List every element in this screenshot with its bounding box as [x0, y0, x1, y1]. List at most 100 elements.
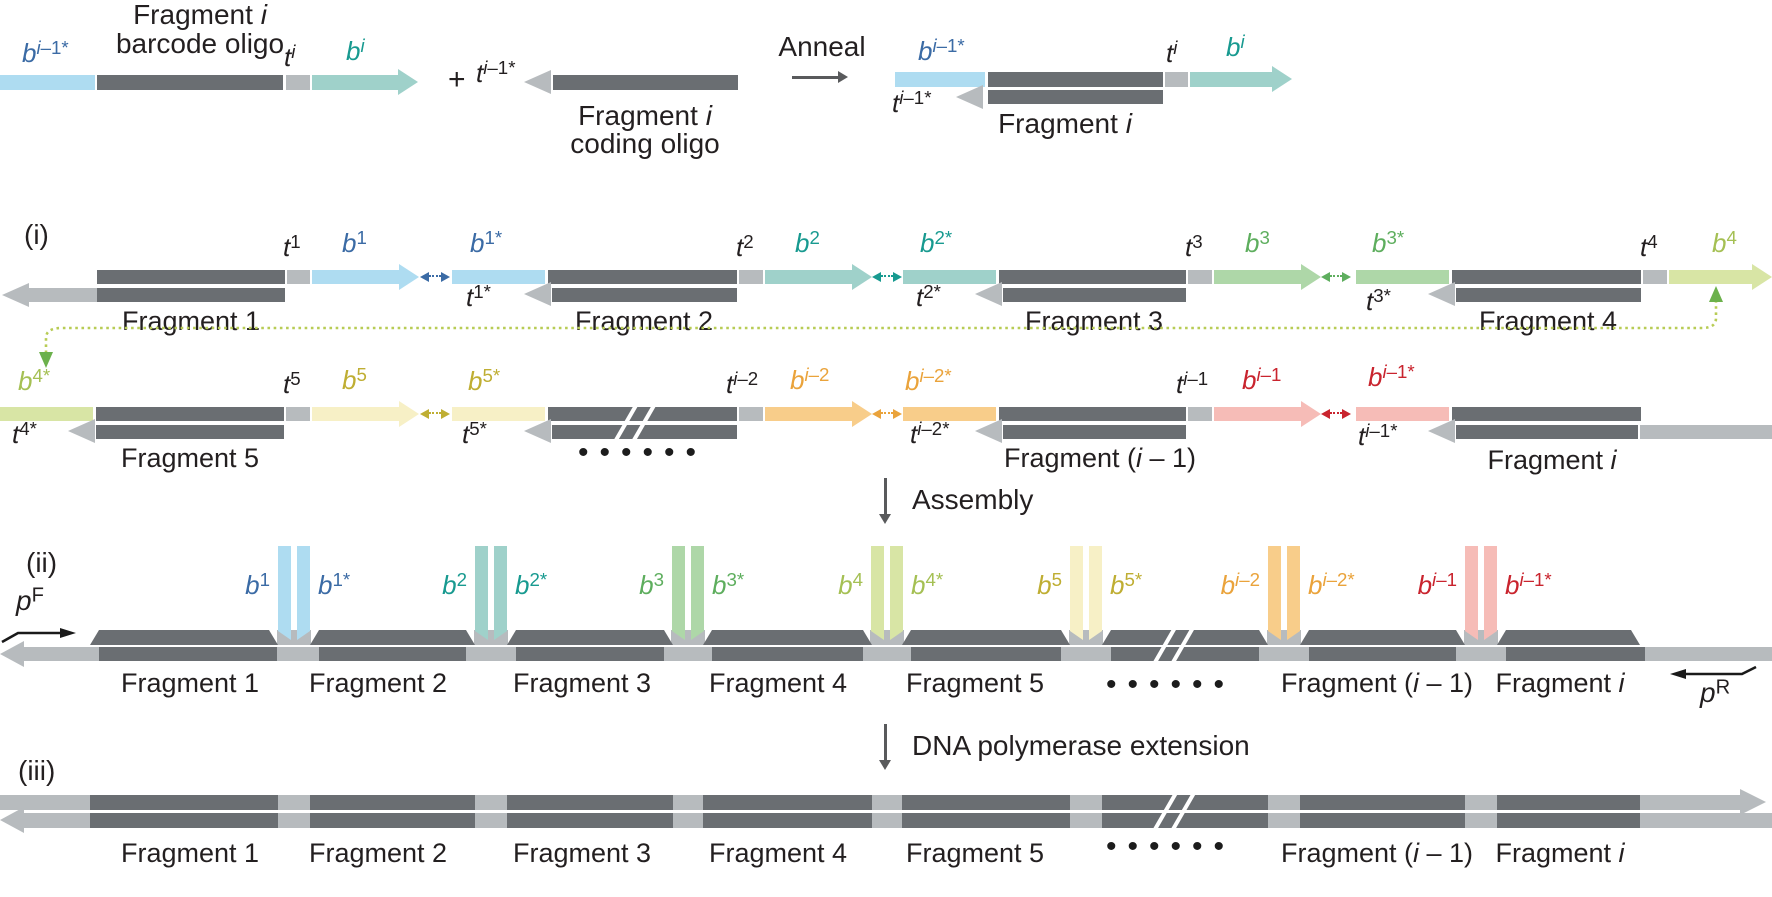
fi-bim1star-segment	[1356, 407, 1449, 421]
fmid-bim2-segment	[765, 407, 852, 421]
iii-fragment-im1-label: Fragment (i – 1)	[1280, 838, 1474, 868]
product-bi-segment	[1190, 72, 1272, 87]
t3star-label: t3*	[1366, 285, 1391, 316]
f4-primer-arrowhead-icon	[1428, 282, 1455, 306]
f3-b3-arrowhead-icon	[1301, 264, 1321, 290]
f3-primer-arrowhead-icon	[975, 282, 1002, 306]
fim1-coding-top	[999, 407, 1186, 421]
fim1-coding-bottom	[1003, 425, 1186, 439]
bim1star-label: bi–1*	[1368, 361, 1415, 392]
fragment-1-label: Fragment 1	[121, 306, 261, 336]
iii-fragment-5-label: Fragment 5	[905, 838, 1045, 868]
ii-top-seg	[90, 630, 278, 645]
f5-b5-segment	[312, 407, 399, 421]
extension-arrow-icon	[884, 724, 887, 762]
f4-coding-bottom	[1456, 288, 1641, 302]
hairpin-b4-bar	[871, 546, 884, 640]
fim1-primer-arrowhead-icon	[975, 419, 1002, 443]
f4-b4-arrowhead-icon	[1752, 264, 1772, 290]
iii-top-strand-arrowhead-icon	[1740, 789, 1766, 815]
ii-bim2star-label: bi–2*	[1308, 569, 1355, 600]
ii-fragment-5-label: Fragment 5	[905, 668, 1045, 698]
ii-b3-label: b3	[639, 569, 664, 600]
f5-primer-arrowhead-icon	[68, 419, 95, 443]
f5-b4star-segment	[0, 407, 93, 421]
fragment-5-label: Fragment 5	[120, 443, 260, 473]
product-b-im1star-label: bi–1*	[918, 35, 965, 66]
hairpin-bim1star-bar	[1484, 546, 1497, 640]
bim2star-label: bi–2*	[905, 365, 952, 396]
t4star-label: t4*	[12, 418, 37, 449]
f5-b5-arrowhead-icon	[399, 401, 419, 427]
f3-coding-top	[999, 270, 1186, 284]
ii-b2star-label: b2*	[515, 569, 548, 600]
bim1-exchange-arrow-icon	[1321, 407, 1351, 421]
f2-t2-segment	[739, 270, 763, 284]
ii-fragment-1-label: Fragment 1	[120, 668, 260, 698]
hairpin-b3star-bar	[691, 546, 704, 640]
t-i-label: ti	[284, 41, 296, 72]
t-im1star-label: ti–1*	[476, 57, 516, 88]
tim2-label: ti–2	[726, 368, 759, 399]
iii-bottom-seg	[1102, 813, 1268, 828]
ii-fragment-3-label: Fragment 3	[512, 668, 652, 698]
ii-fragment-i-label: Fragment i	[1495, 668, 1625, 698]
b2star-label: b2*	[920, 227, 953, 258]
iii-bottom-seg	[703, 813, 872, 828]
f2-coding-top	[548, 270, 737, 284]
hairpin-b1star-bar	[297, 546, 310, 640]
fi-coding-top	[1452, 407, 1641, 421]
iii-fragment-3-label: Fragment 3	[512, 838, 652, 868]
anneal-arrow-icon	[792, 76, 838, 79]
extension-label: DNA polymerase extension	[912, 730, 1250, 761]
product-coding-bar	[988, 90, 1163, 104]
ii-bim1-label: bi–1	[1417, 569, 1457, 600]
fim1-tim1-segment	[1188, 407, 1212, 421]
assembly-arrow-icon	[884, 478, 887, 516]
t5-label: t5	[283, 368, 301, 399]
barcode-arrowhead-icon	[398, 69, 418, 95]
iii-fragment-2-label: Fragment 2	[308, 838, 448, 868]
b-i-label: bi	[346, 35, 365, 66]
coding-oligo-title-line2: coding oligo	[570, 128, 720, 159]
barcode-ti-segment	[286, 75, 310, 90]
t3-label: t3	[1185, 231, 1203, 262]
iii-top-seg	[507, 795, 673, 810]
b1star-label: b1*	[470, 227, 503, 258]
b4-label: b4	[1712, 227, 1737, 258]
hairpin-b2-bar	[475, 546, 488, 640]
fmid-bim2-arrowhead-icon	[852, 401, 872, 427]
barcode-body-segment	[97, 75, 283, 90]
iii-fragment-4-label: Fragment 4	[708, 838, 848, 868]
f3-b2star-segment	[903, 270, 996, 284]
assembly-label: Assembly	[912, 484, 1034, 515]
f3-t3-segment	[1188, 270, 1212, 284]
iii-top-seg	[1497, 795, 1640, 810]
f5-coding-bottom	[96, 425, 284, 439]
f1-bottom-tail	[24, 288, 97, 302]
fim1-bim1-arrowhead-icon	[1301, 401, 1321, 427]
ii-top-seg	[1497, 630, 1640, 645]
iii-bottom-seg	[310, 813, 475, 828]
product-t-i-label: ti	[1166, 37, 1178, 68]
ii-bottom-strand-arrowhead-icon	[0, 641, 24, 667]
b4star-label: b4*	[18, 365, 51, 396]
ii-b1star-label: b1*	[318, 569, 351, 600]
coding-primer-arrowhead-icon	[524, 70, 551, 94]
b2-exchange-arrow-icon	[872, 270, 902, 284]
f3-b3-segment	[1214, 270, 1301, 284]
barcode-oligo-title-line2: barcode oligo	[115, 28, 285, 59]
iii-bottom-seg	[507, 813, 673, 828]
ii-b2-label: b2	[442, 569, 467, 600]
f2-primer-arrowhead-icon	[524, 282, 551, 306]
b3star-label: b3*	[1372, 227, 1405, 258]
hairpin-b2star-bar	[494, 546, 507, 640]
b3-label: b3	[1245, 227, 1270, 258]
fmid-primer-arrowhead-icon	[524, 419, 551, 443]
section-i-label: (i)	[24, 219, 49, 250]
bim2-exchange-arrow-icon	[872, 407, 902, 421]
plus-sign: +	[448, 63, 466, 96]
ii-b5star-label: b5*	[1110, 569, 1143, 600]
product-fragment-label: Fragment i	[998, 108, 1132, 139]
